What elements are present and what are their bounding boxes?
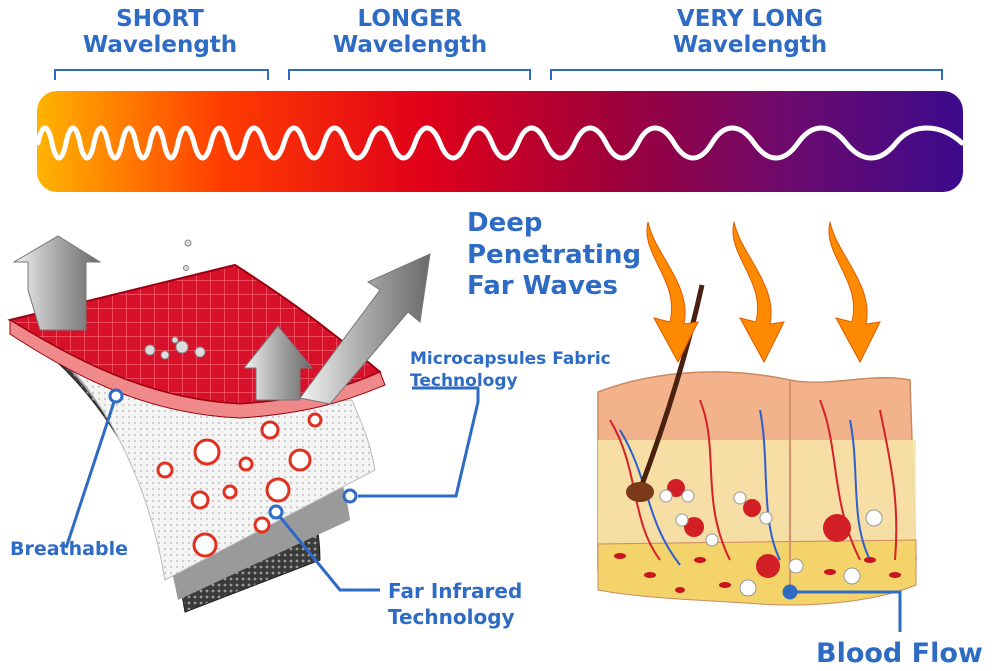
- microcapsules-callout: Microcapsules Fabric Technology: [410, 349, 611, 392]
- breathable-callout: Breathable: [10, 538, 128, 560]
- very-long-wavelength-label: VERY LONG Wavelength: [672, 6, 828, 59]
- skin-cross-section: [597, 221, 917, 606]
- hair-follicle: [637, 284, 705, 491]
- far-wave-arrows: [646, 221, 881, 364]
- up-arrow-middle: [242, 325, 314, 401]
- up-arrow-left: [12, 235, 102, 331]
- water-droplets: [144, 239, 206, 360]
- water-molecules: [659, 479, 883, 597]
- wave-line: [35, 125, 965, 161]
- microcapsules: [156, 412, 323, 558]
- spectrum-bar: [37, 91, 963, 192]
- wavelength-brackets: [54, 69, 943, 80]
- blood-cells: [614, 553, 901, 593]
- longer-wavelength-label: LONGER Wavelength: [332, 6, 488, 59]
- reflect-arrow: [299, 253, 431, 405]
- callout-lines: [64, 386, 902, 632]
- far-waves-headline: Deep Penetrating Far Waves: [467, 208, 642, 302]
- fabric-layers: [7, 239, 386, 613]
- far-infrared-callout: Far Infrared Technology: [388, 579, 523, 629]
- blood-flow-callout: Blood Flow: [816, 638, 983, 669]
- breathable-arrows: [12, 235, 431, 405]
- callout-dots: [108, 388, 798, 600]
- short-wavelength-label: SHORT Wavelength: [82, 6, 238, 59]
